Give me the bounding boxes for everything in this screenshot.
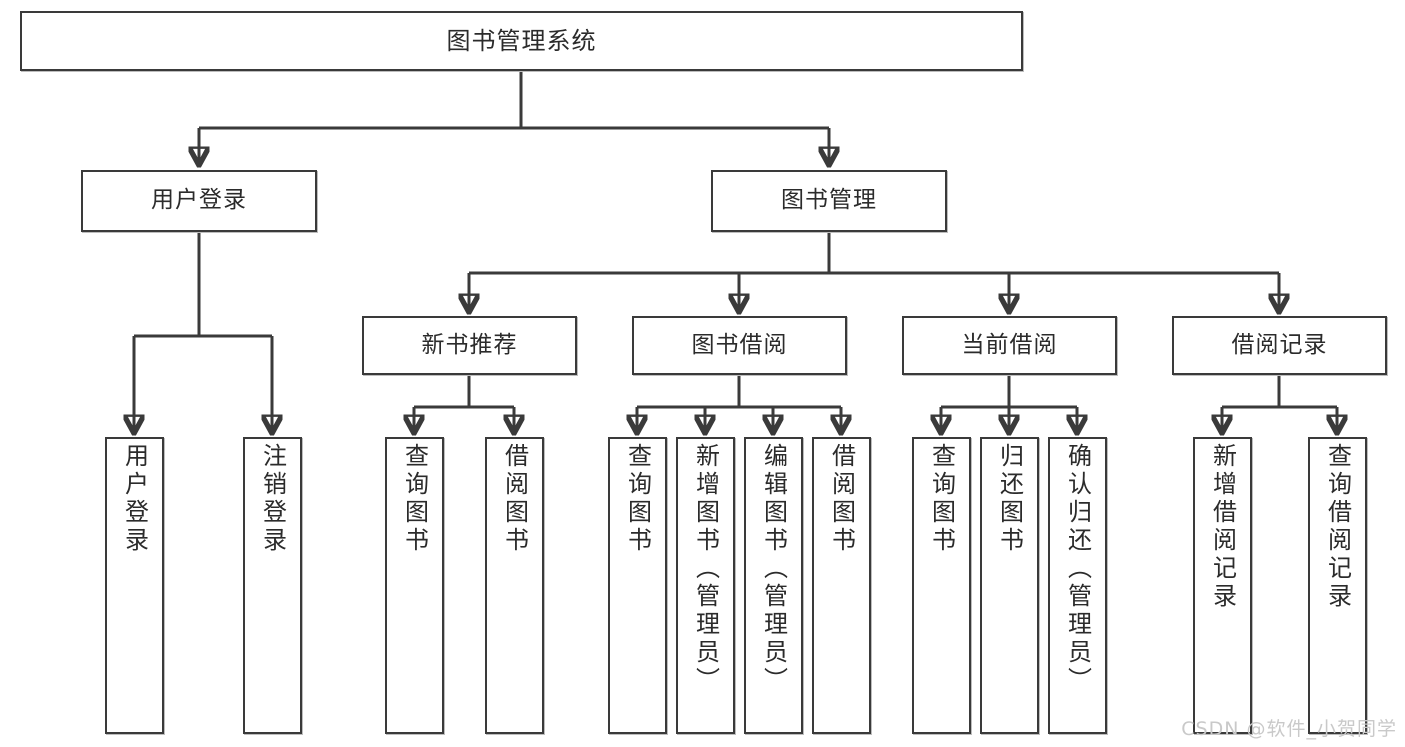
node-user-login[interactable]: 用户登录 — [81, 170, 317, 232]
node-label: 图书借阅 — [691, 331, 788, 358]
leaf-label: 编辑图书（管理员） — [759, 443, 788, 695]
node-label: 图书管理 — [781, 187, 877, 214]
leaf-borrow-record-add-record[interactable]: 新增借阅记录 — [1193, 437, 1252, 734]
watermark: CSDN @软件_小贺同学 — [1181, 718, 1397, 740]
leaf-label: 新增借阅记录 — [1208, 443, 1237, 611]
node-label: 图书管理系统 — [446, 26, 597, 55]
leaf-label: 查询借阅记录 — [1323, 443, 1352, 611]
node-current-borrow[interactable]: 当前借阅 — [902, 316, 1117, 375]
node-label: 用户登录 — [151, 187, 247, 214]
leaf-current-borrow-query-books[interactable]: 查询图书 — [912, 437, 971, 734]
leaf-label: 借阅图书 — [827, 443, 856, 555]
node-label: 借阅记录 — [1231, 331, 1328, 358]
leaf-label: 借阅图书 — [500, 443, 529, 555]
leaf-label: 用户登录 — [120, 443, 149, 555]
leaf-label: 查询图书 — [927, 443, 956, 555]
node-borrow-record[interactable]: 借阅记录 — [1172, 316, 1387, 375]
leaf-book-borrow-add-book-admin[interactable]: 新增图书（管理员） — [676, 437, 735, 734]
leaf-label: 确认归还（管理员） — [1063, 443, 1092, 695]
leaf-borrow-record-query-record[interactable]: 查询借阅记录 — [1308, 437, 1367, 734]
node-new-book-recommendation[interactable]: 新书推荐 — [362, 316, 577, 375]
node-book-management[interactable]: 图书管理 — [711, 170, 947, 232]
node-book-borrow[interactable]: 图书借阅 — [632, 316, 847, 375]
leaf-label: 归还图书 — [995, 443, 1024, 555]
leaf-current-borrow-return-books[interactable]: 归还图书 — [980, 437, 1039, 734]
leaf-label: 注销登录 — [258, 443, 287, 555]
leaf-label: 查询图书 — [400, 443, 429, 555]
node-label: 当前借阅 — [961, 331, 1058, 358]
leaf-new-book-query-books[interactable]: 查询图书 — [385, 437, 444, 734]
node-root-book-management-system[interactable]: 图书管理系统 — [20, 11, 1023, 71]
leaf-label: 查询图书 — [623, 443, 652, 555]
leaf-book-borrow-borrow-books[interactable]: 借阅图书 — [812, 437, 871, 734]
leaf-label: 新增图书（管理员） — [691, 443, 720, 695]
leaf-book-borrow-edit-book-admin[interactable]: 编辑图书（管理员） — [744, 437, 803, 734]
leaf-user-login-logout[interactable]: 注销登录 — [243, 437, 302, 734]
leaf-current-borrow-confirm-return-admin[interactable]: 确认归还（管理员） — [1048, 437, 1107, 734]
leaf-book-borrow-query-books[interactable]: 查询图书 — [608, 437, 667, 734]
leaf-new-book-borrow-books[interactable]: 借阅图书 — [485, 437, 544, 734]
node-label: 新书推荐 — [421, 331, 518, 358]
leaf-user-login-login[interactable]: 用户登录 — [105, 437, 164, 734]
